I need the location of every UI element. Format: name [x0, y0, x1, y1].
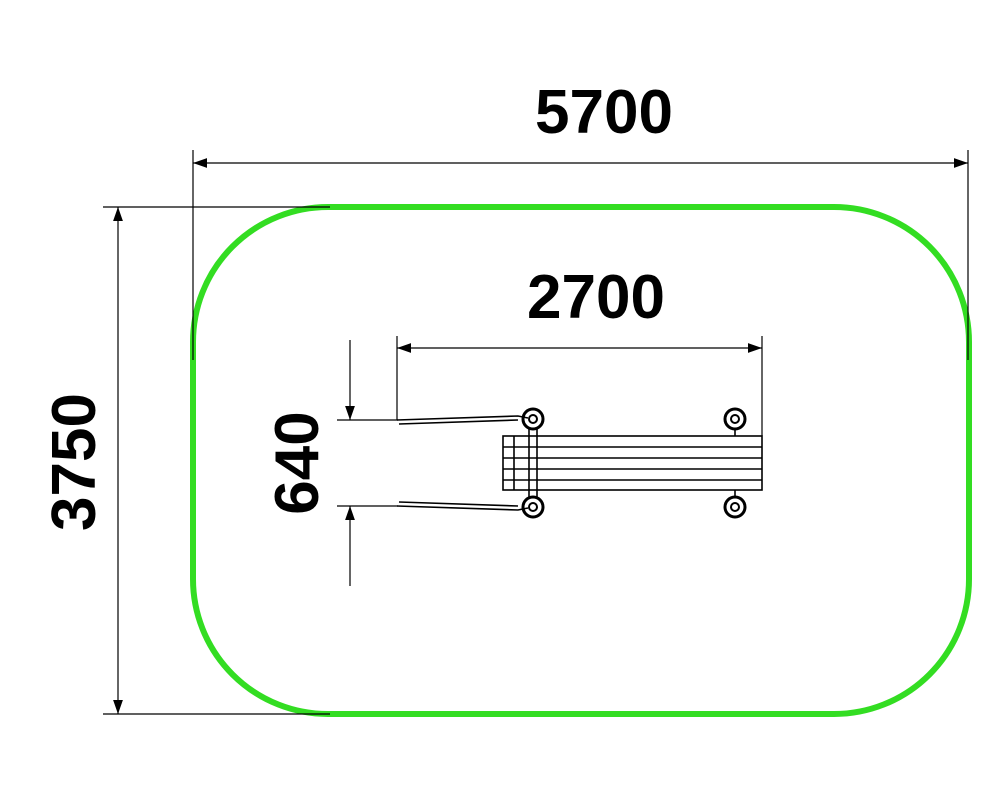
post-bottom-left	[521, 495, 545, 519]
safety-zone-outline	[190, 204, 972, 717]
handle-bar-top	[396, 415, 529, 421]
post-bottom-right	[723, 495, 747, 519]
handle-bar-top-inner	[398, 419, 519, 425]
equipment-length-dimension: 2700	[396, 263, 763, 436]
post-top-right-inner	[730, 414, 740, 424]
post-bottom-left-inner	[528, 502, 538, 512]
overall-depth-label: 3750	[40, 393, 109, 531]
post-top-right	[723, 407, 747, 431]
handle-bar-bottom-inner	[398, 501, 519, 507]
overall-width-dimension: 5700	[192, 78, 969, 360]
handle-bar-bottom	[396, 505, 529, 511]
equipment-width-dimension: 640	[263, 340, 398, 586]
overall-depth-dimension: 3750	[40, 206, 330, 715]
overall-width-label: 5700	[535, 78, 673, 147]
post-top-left-inner	[528, 414, 538, 424]
post-bottom-right-inner	[730, 502, 740, 512]
equipment-top-view	[396, 407, 763, 519]
equipment-length-label: 2700	[527, 263, 665, 332]
post-top-left	[521, 407, 545, 431]
equipment-width-label: 640	[263, 411, 332, 514]
bench-seat	[502, 435, 763, 491]
